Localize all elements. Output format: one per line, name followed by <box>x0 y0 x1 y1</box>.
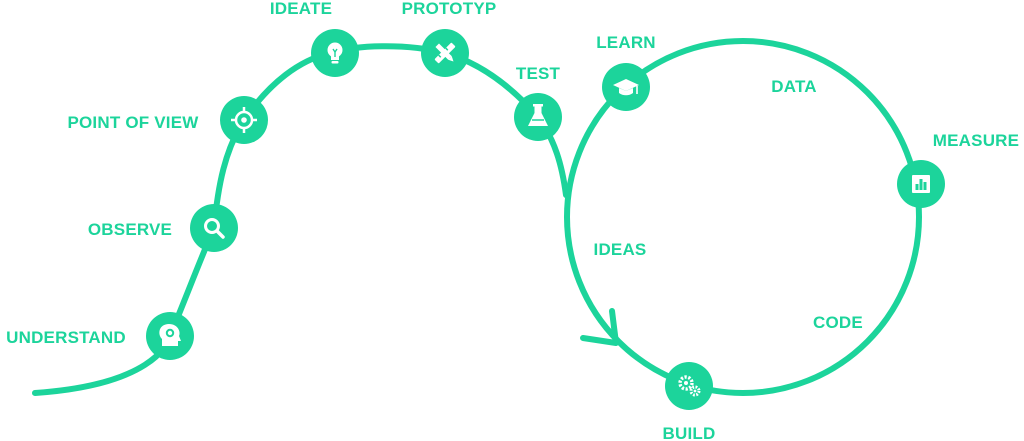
step-point-of-view: POINT OF VIEW <box>67 96 268 144</box>
node-label: MEASURE <box>933 131 1019 150</box>
target-icon <box>231 107 257 133</box>
step-label: UNDERSTAND <box>6 328 126 347</box>
step-test: TEST <box>514 64 562 141</box>
node-build: BUILD <box>663 362 716 441</box>
step-observe: OBSERVE <box>88 204 238 252</box>
step-label: TEST <box>516 64 561 83</box>
phase-label-ideas: IDEAS <box>594 240 647 259</box>
step-label: PROTOTYP <box>402 0 497 18</box>
bar-chart-icon <box>912 175 930 193</box>
node-label: LEARN <box>596 33 656 52</box>
loop-arrowhead <box>580 308 619 346</box>
magnifier-icon <box>204 218 225 239</box>
graduation-cap-icon <box>613 79 639 96</box>
flask-icon <box>528 104 548 126</box>
node-measure: MEASURE <box>897 131 1019 208</box>
step-understand: UNDERSTAND <box>6 312 194 360</box>
tools-icon <box>434 42 456 64</box>
head-gear-icon <box>159 324 181 346</box>
step-label: POINT OF VIEW <box>67 113 199 132</box>
phase-label-code: CODE <box>813 313 863 332</box>
node-learn: LEARN <box>596 33 656 111</box>
step-label: IDEATE <box>270 0 332 18</box>
step-prototyp: PROTOTYP <box>402 0 497 77</box>
node-label: BUILD <box>663 424 716 441</box>
lightbulb-icon <box>327 42 343 64</box>
phase-label-data: DATA <box>771 77 817 96</box>
lean-loop-circle <box>564 38 922 396</box>
step-ideate: IDEATE <box>270 0 359 77</box>
step-label: OBSERVE <box>88 220 172 239</box>
gears-icon <box>678 375 701 397</box>
